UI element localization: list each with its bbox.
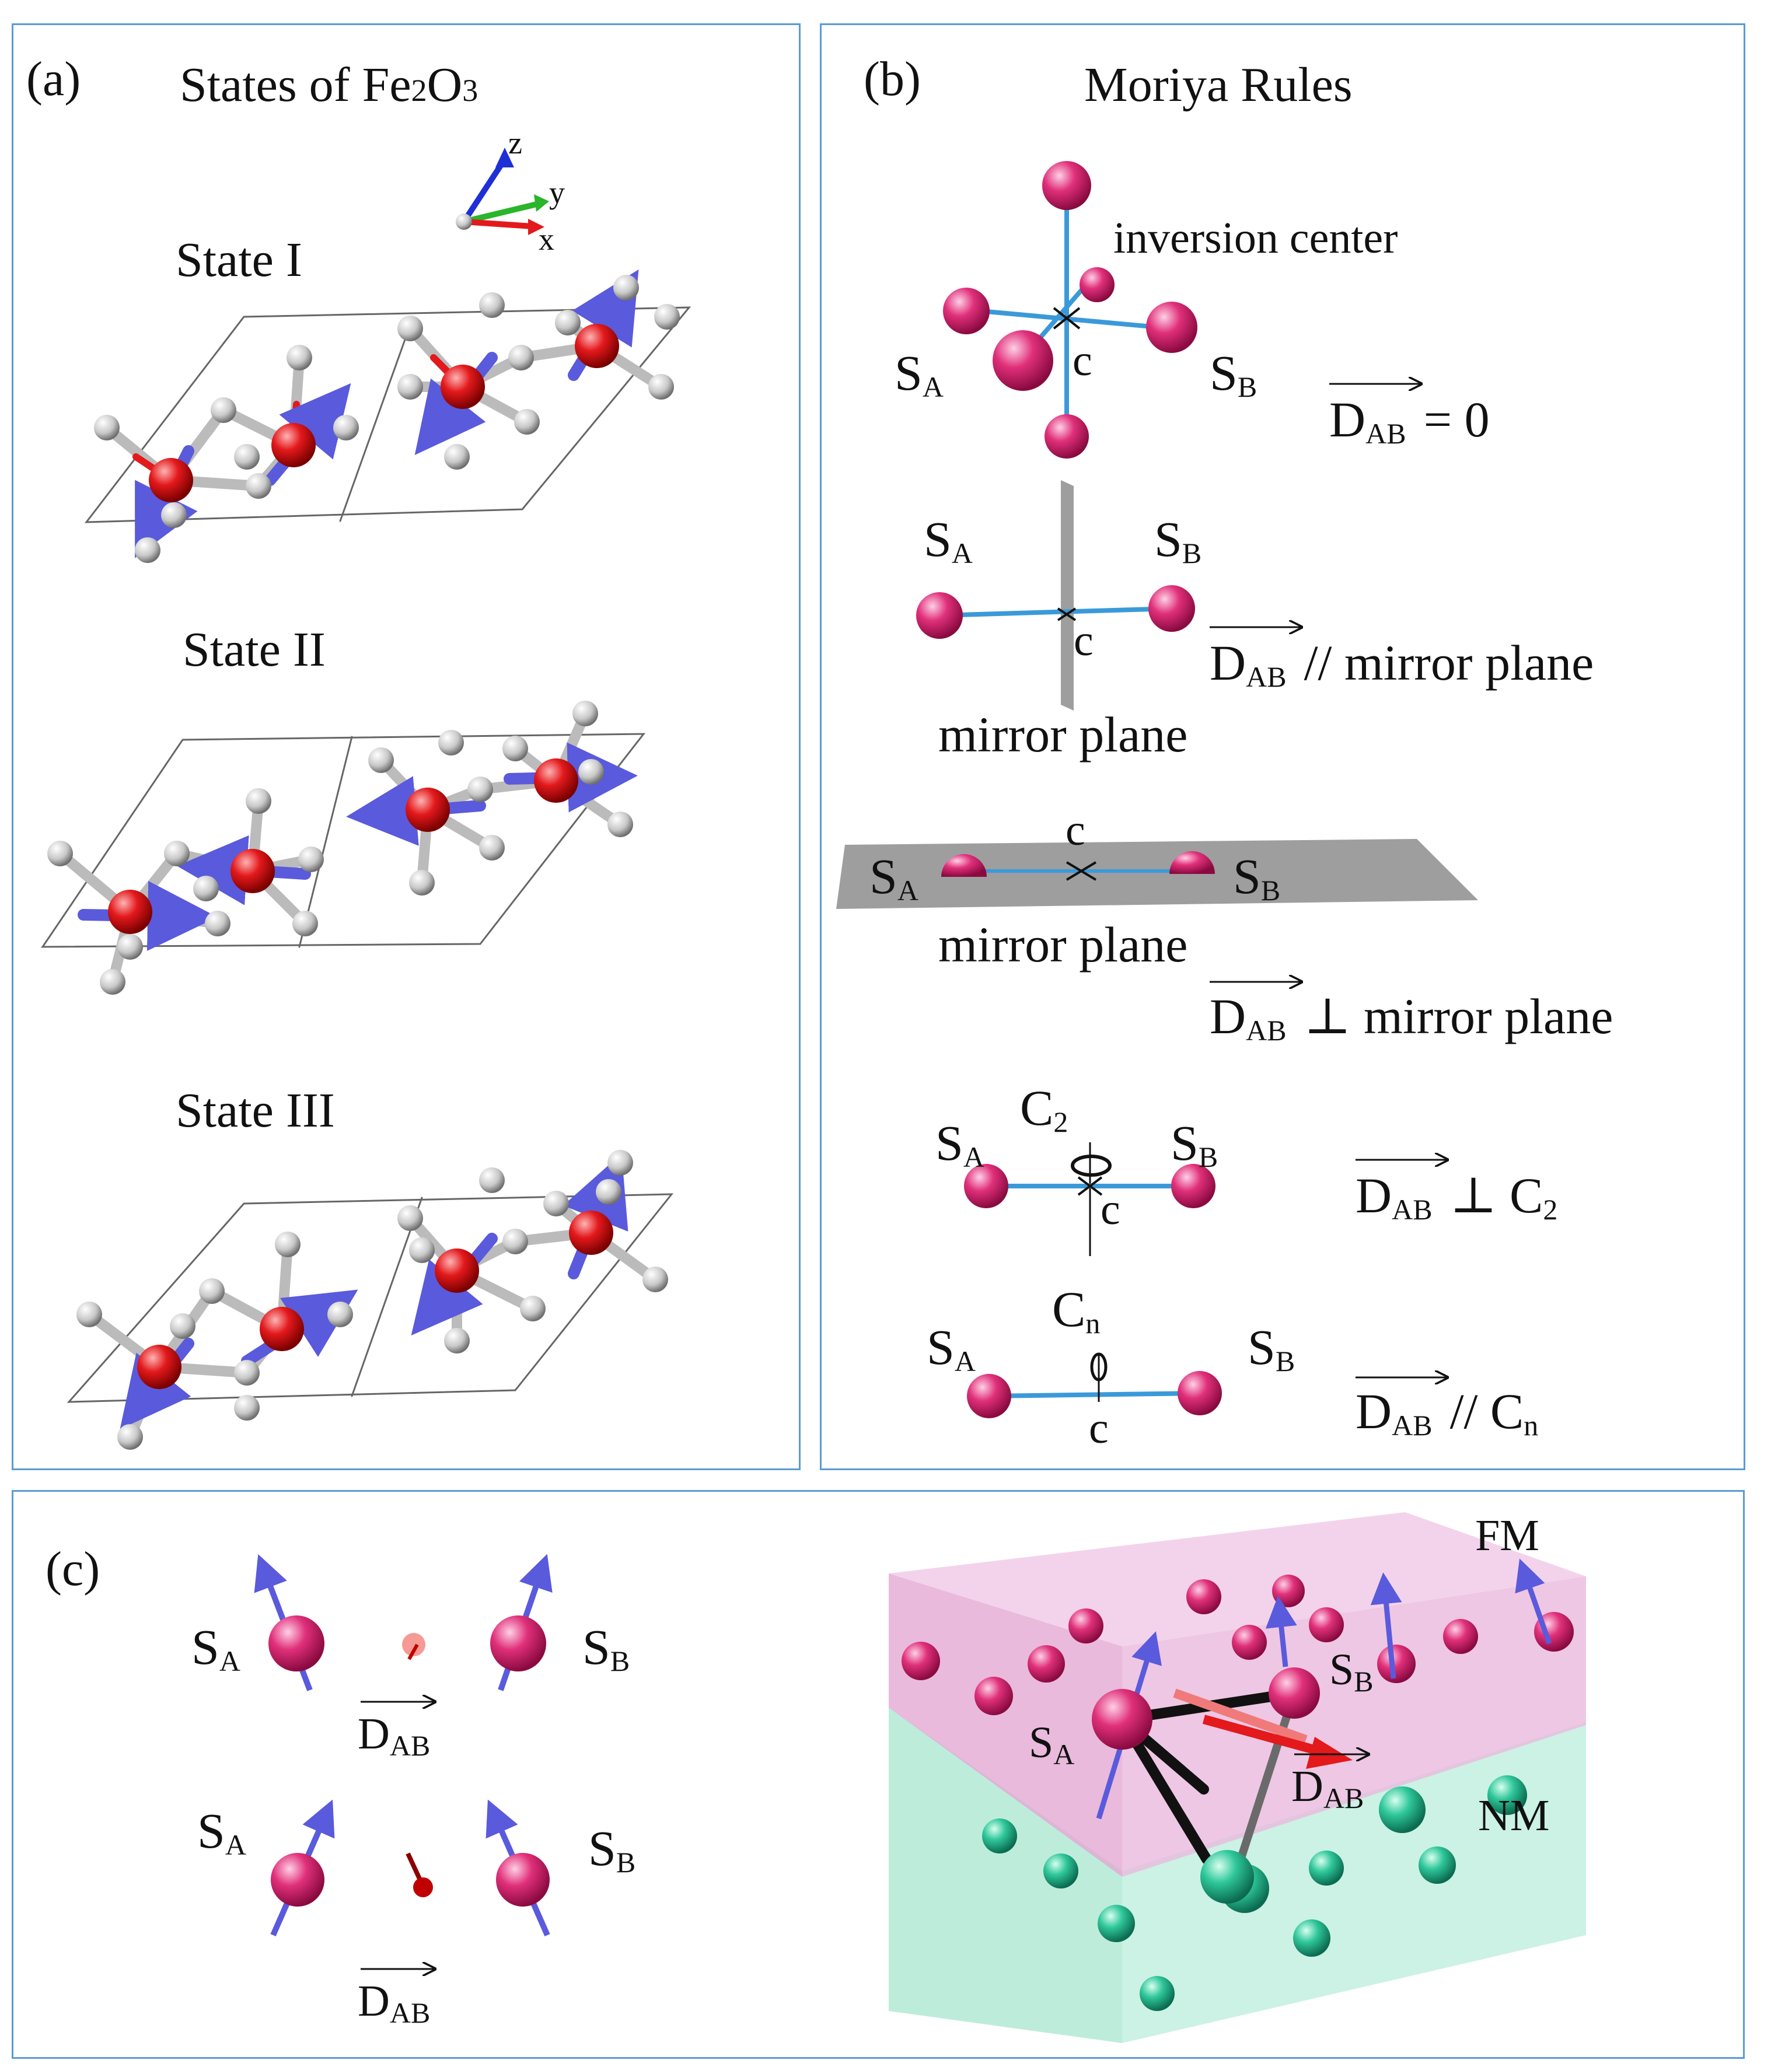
rule-c2-sb: SB <box>1171 1115 1218 1173</box>
rule-mirror-perp-sa: SA <box>869 848 918 907</box>
panel-b: (b) Moriya Rules c inversion center SA S… <box>820 23 1745 1470</box>
rule-mirror-perpendicular: c SA SB mirror plane DAB⊥ mirror plane <box>836 806 1613 1047</box>
pair-top-dab: DAB <box>358 1709 430 1762</box>
rule-mirror-parallel-sa: SA <box>924 511 973 569</box>
rule-c2-axis: C2 <box>1020 1080 1068 1138</box>
state-2-structure <box>41 701 646 995</box>
panel-c-canvas: (c) SA SB DAB SA SB DAB <box>46 1511 1586 2043</box>
rule-c2-sa: SA <box>935 1115 984 1173</box>
rule-cn: c Cn SA SB DAB// Cn <box>927 1281 1538 1453</box>
rule-c2: c C2 SA SB DAB⊥ C2 <box>935 1080 1557 1256</box>
rule-cn-axis: Cn <box>1052 1281 1100 1339</box>
panel-a-title: States of Fe2O3 <box>180 58 478 112</box>
rule-mirror-parallel-sb: SB <box>1154 511 1201 569</box>
panel-b-label: (b) <box>864 52 921 106</box>
axis-y-label: y <box>549 175 565 210</box>
pair-top-sa: SA <box>191 1619 240 1677</box>
panel-a: (a) States of Fe2O3 z y x State I <box>12 23 801 1470</box>
rule-mirror-perp-annotation: mirror plane <box>938 917 1187 973</box>
layer-nm-label: NM <box>1478 1791 1549 1840</box>
rule-mirror-parallel-dab: DAB// mirror plane <box>1210 635 1594 693</box>
pair-bottom-sa: SA <box>197 1803 246 1861</box>
rule-c2-center: c <box>1101 1185 1120 1234</box>
axis-triad: z y x <box>456 125 565 257</box>
bilayer-block: DAB SA SB FM NM <box>889 1511 1586 2043</box>
axis-x-label: x <box>539 222 554 257</box>
panel-c-label: (c) <box>46 1542 100 1596</box>
bilayer-dab: DAB <box>1291 1762 1364 1814</box>
rule-inversion: c inversion center SA SB DAB= 0 <box>895 161 1490 459</box>
bilayer-sa: SA <box>1029 1718 1074 1771</box>
pair-top-sb: SB <box>582 1619 630 1677</box>
bilayer-sb: SB <box>1329 1645 1374 1698</box>
rule-c2-dab: DAB⊥ C2 <box>1356 1167 1557 1226</box>
layer-fm-label: FM <box>1475 1511 1539 1560</box>
panel-a-canvas: (a) States of Fe2O3 z y x State I <box>26 52 691 1450</box>
rule-mirror-parallel-annotation: mirror plane <box>938 707 1187 763</box>
rule-mirror-parallel: c SA SB mirror plane DAB// mirror plane <box>916 480 1594 763</box>
rule-mirror-perp-center: c <box>1066 806 1085 855</box>
rule-cn-center: c <box>1089 1404 1109 1453</box>
rule-cn-sb: SB <box>1248 1319 1295 1377</box>
state-1-structure <box>84 269 691 563</box>
spin-pair-top: SA SB DAB <box>191 1554 630 1762</box>
rule-mirror-perp-sb: SB <box>1233 848 1280 907</box>
pair-bottom-sb: SB <box>588 1820 635 1879</box>
rule-inversion-sa: SA <box>895 345 944 403</box>
rule-inversion-annotation: inversion center <box>1113 214 1398 263</box>
state-3-structure <box>67 1150 674 1450</box>
rule-cn-dab: DAB// Cn <box>1356 1383 1538 1442</box>
rule-inversion-dab: DAB= 0 <box>1329 391 1490 450</box>
spin-pair-bottom: SA SB DAB <box>197 1799 635 2029</box>
pair-bottom-dab: DAB <box>358 1977 430 2029</box>
state-2-label: State II <box>183 622 326 677</box>
panel-b-canvas: (b) Moriya Rules c inversion center SA S… <box>836 52 1613 1453</box>
state-3-label: State III <box>176 1083 335 1138</box>
rule-cn-sa: SA <box>927 1319 976 1377</box>
rule-mirror-parallel-center: c <box>1074 616 1094 665</box>
panel-a-label: (a) <box>26 52 81 106</box>
axis-z-label: z <box>508 125 522 160</box>
rule-inversion-center: c <box>1073 336 1092 385</box>
rule-mirror-perp-dab: DAB⊥ mirror plane <box>1210 988 1613 1047</box>
rule-inversion-sb: SB <box>1210 345 1257 403</box>
panel-b-title: Moriya Rules <box>1084 58 1353 112</box>
panel-c: (c) SA SB DAB SA SB DAB <box>12 1490 1745 2059</box>
state-1-label: State I <box>176 233 302 287</box>
